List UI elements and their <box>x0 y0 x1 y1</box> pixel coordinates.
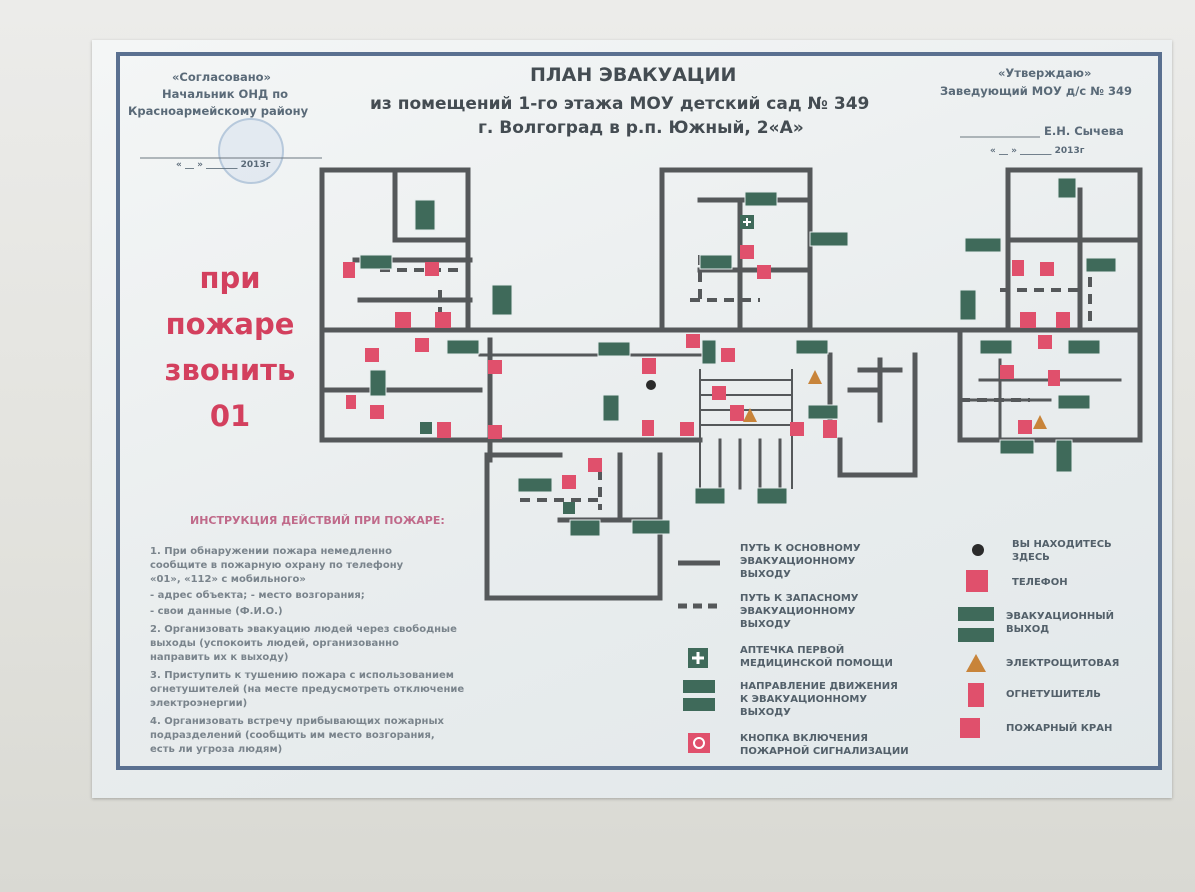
instruction-line: 4. Организовать встречу прибывающих пожа… <box>150 716 444 727</box>
plan-subtitle: из помещений 1-го этажа МОУ детский сад … <box>370 94 870 114</box>
instruction-line: огнетушителей (на месте предусмотреть от… <box>150 684 465 695</box>
stamp-seal <box>218 118 284 184</box>
approval-left-heading: «Согласовано» <box>172 70 271 84</box>
instruction-line: направить их к выходу) <box>150 652 289 663</box>
legend-extinguisher: ОГНЕТУШИТЕЛЬ <box>1006 689 1101 700</box>
plan-frame <box>116 52 1162 770</box>
instruction-line: - адрес объекта; - место возгорания; <box>150 590 365 601</box>
plan-title: ПЛАН ЭВАКУАЦИИ <box>530 64 737 86</box>
approval-left-position: Начальник ОНД по <box>162 87 289 101</box>
instruction-line: 2. Организовать эвакуацию людей через св… <box>150 624 457 635</box>
approval-right-name: Е.Н. Сычева <box>1044 124 1124 138</box>
legend-hydrant: ПОЖАРНЫЙ КРАН <box>1006 723 1113 734</box>
fire-call-line-1: при <box>199 261 261 295</box>
instruction-line: электроэнергии) <box>150 698 248 709</box>
approval-right-position: Заведующий МОУ д/с № 349 <box>940 84 1133 98</box>
instruction-line: 1. При обнаружении пожара немедленно <box>150 546 392 557</box>
instruction-line: - свои данные (Ф.И.О.) <box>150 606 283 617</box>
legend-phone: ТЕЛЕФОН <box>1012 577 1068 588</box>
approval-right-heading: «Утверждаю» <box>998 66 1092 80</box>
instruction-line: есть ли угроза людям) <box>150 744 283 755</box>
instructions-title: ИНСТРУКЦИЯ ДЕЙСТВИЙ ПРИ ПОЖАРЕ: <box>190 514 445 527</box>
approval-left-district: Красноармейскому району <box>128 104 309 118</box>
instruction-line: сообщите в пожарную охрану по телефону <box>150 560 404 571</box>
instruction-line: «01», «112» с мобильного» <box>150 574 306 585</box>
fire-call-line-2: пожаре <box>165 307 295 341</box>
fire-call-number: 01 <box>209 399 251 433</box>
instruction-line: подразделений (сообщить им место возгора… <box>150 730 435 741</box>
legend-switchboard: ЭЛЕКТРОЩИТОВАЯ <box>1006 658 1120 669</box>
plan-address: г. Волгоград в р.п. Южный, 2«А» <box>478 118 804 138</box>
approval-right-date: « __ » _______ 2013г <box>990 146 1085 156</box>
approval-left-date: « __ » _______ 2013г <box>176 160 271 170</box>
fire-call-notice: при пожаре звонить 01 <box>150 255 310 439</box>
instruction-line: выходы (успокоить людей, организованно <box>150 638 399 649</box>
fire-call-line-3: звонить <box>164 353 296 387</box>
instruction-line: 3. Приступить к тушению пожара с использ… <box>150 670 454 681</box>
